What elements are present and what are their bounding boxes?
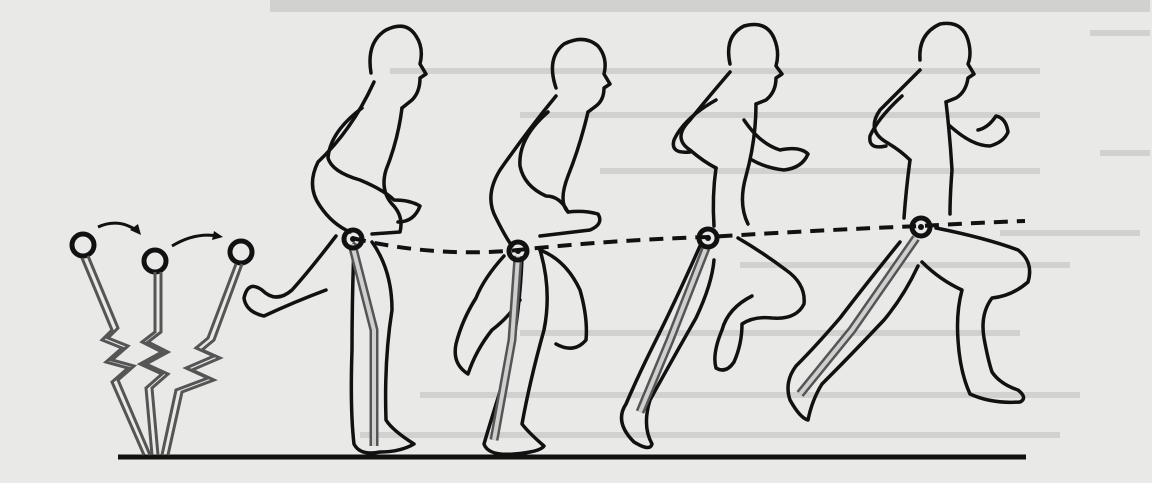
- runner-3-torso-front: [713, 168, 716, 226]
- runner-1-back: [312, 82, 374, 232]
- runner-2-shin: [494, 256, 518, 440]
- arrow-head-2: [212, 231, 223, 240]
- runner-1: [244, 26, 426, 453]
- runner-4-shin: [800, 238, 916, 394]
- runner-2-arm: [520, 112, 568, 212]
- hip-circle-schematic: [72, 234, 252, 272]
- spring-leg-1: [88, 256, 150, 455]
- runner-2-back: [491, 96, 556, 246]
- runner-2-head: [552, 39, 610, 112]
- runner-1-shin: [352, 244, 374, 446]
- runner-1-chest: [372, 108, 402, 234]
- hip-circle-3: [230, 241, 252, 263]
- runner-4-head: [920, 23, 974, 102]
- spring-leg-1-edge: [82, 258, 144, 455]
- hip-circle-2: [144, 250, 166, 272]
- runner-4-chest: [946, 102, 952, 214]
- curved-arrows: [98, 223, 223, 246]
- hip-circle-1: [72, 234, 94, 256]
- zigzag-spring-legs: [82, 256, 242, 455]
- runner-2-chest: [540, 112, 600, 236]
- runner-3-head: [729, 25, 782, 105]
- runner-3-front-leg: [715, 238, 804, 370]
- runner-4-front-leg: [922, 228, 1030, 402]
- arrow-head-1: [130, 224, 141, 235]
- runner-1-head: [370, 26, 426, 108]
- arrow-1: [98, 223, 136, 230]
- runner-1-rear-leg: [244, 236, 336, 316]
- arrow-2: [172, 235, 218, 246]
- spring-leg-2: [140, 272, 162, 455]
- runner-3-arm-rear: [673, 100, 716, 152]
- runner-4-arm-front: [950, 116, 1008, 146]
- runner-1-arm: [328, 108, 420, 222]
